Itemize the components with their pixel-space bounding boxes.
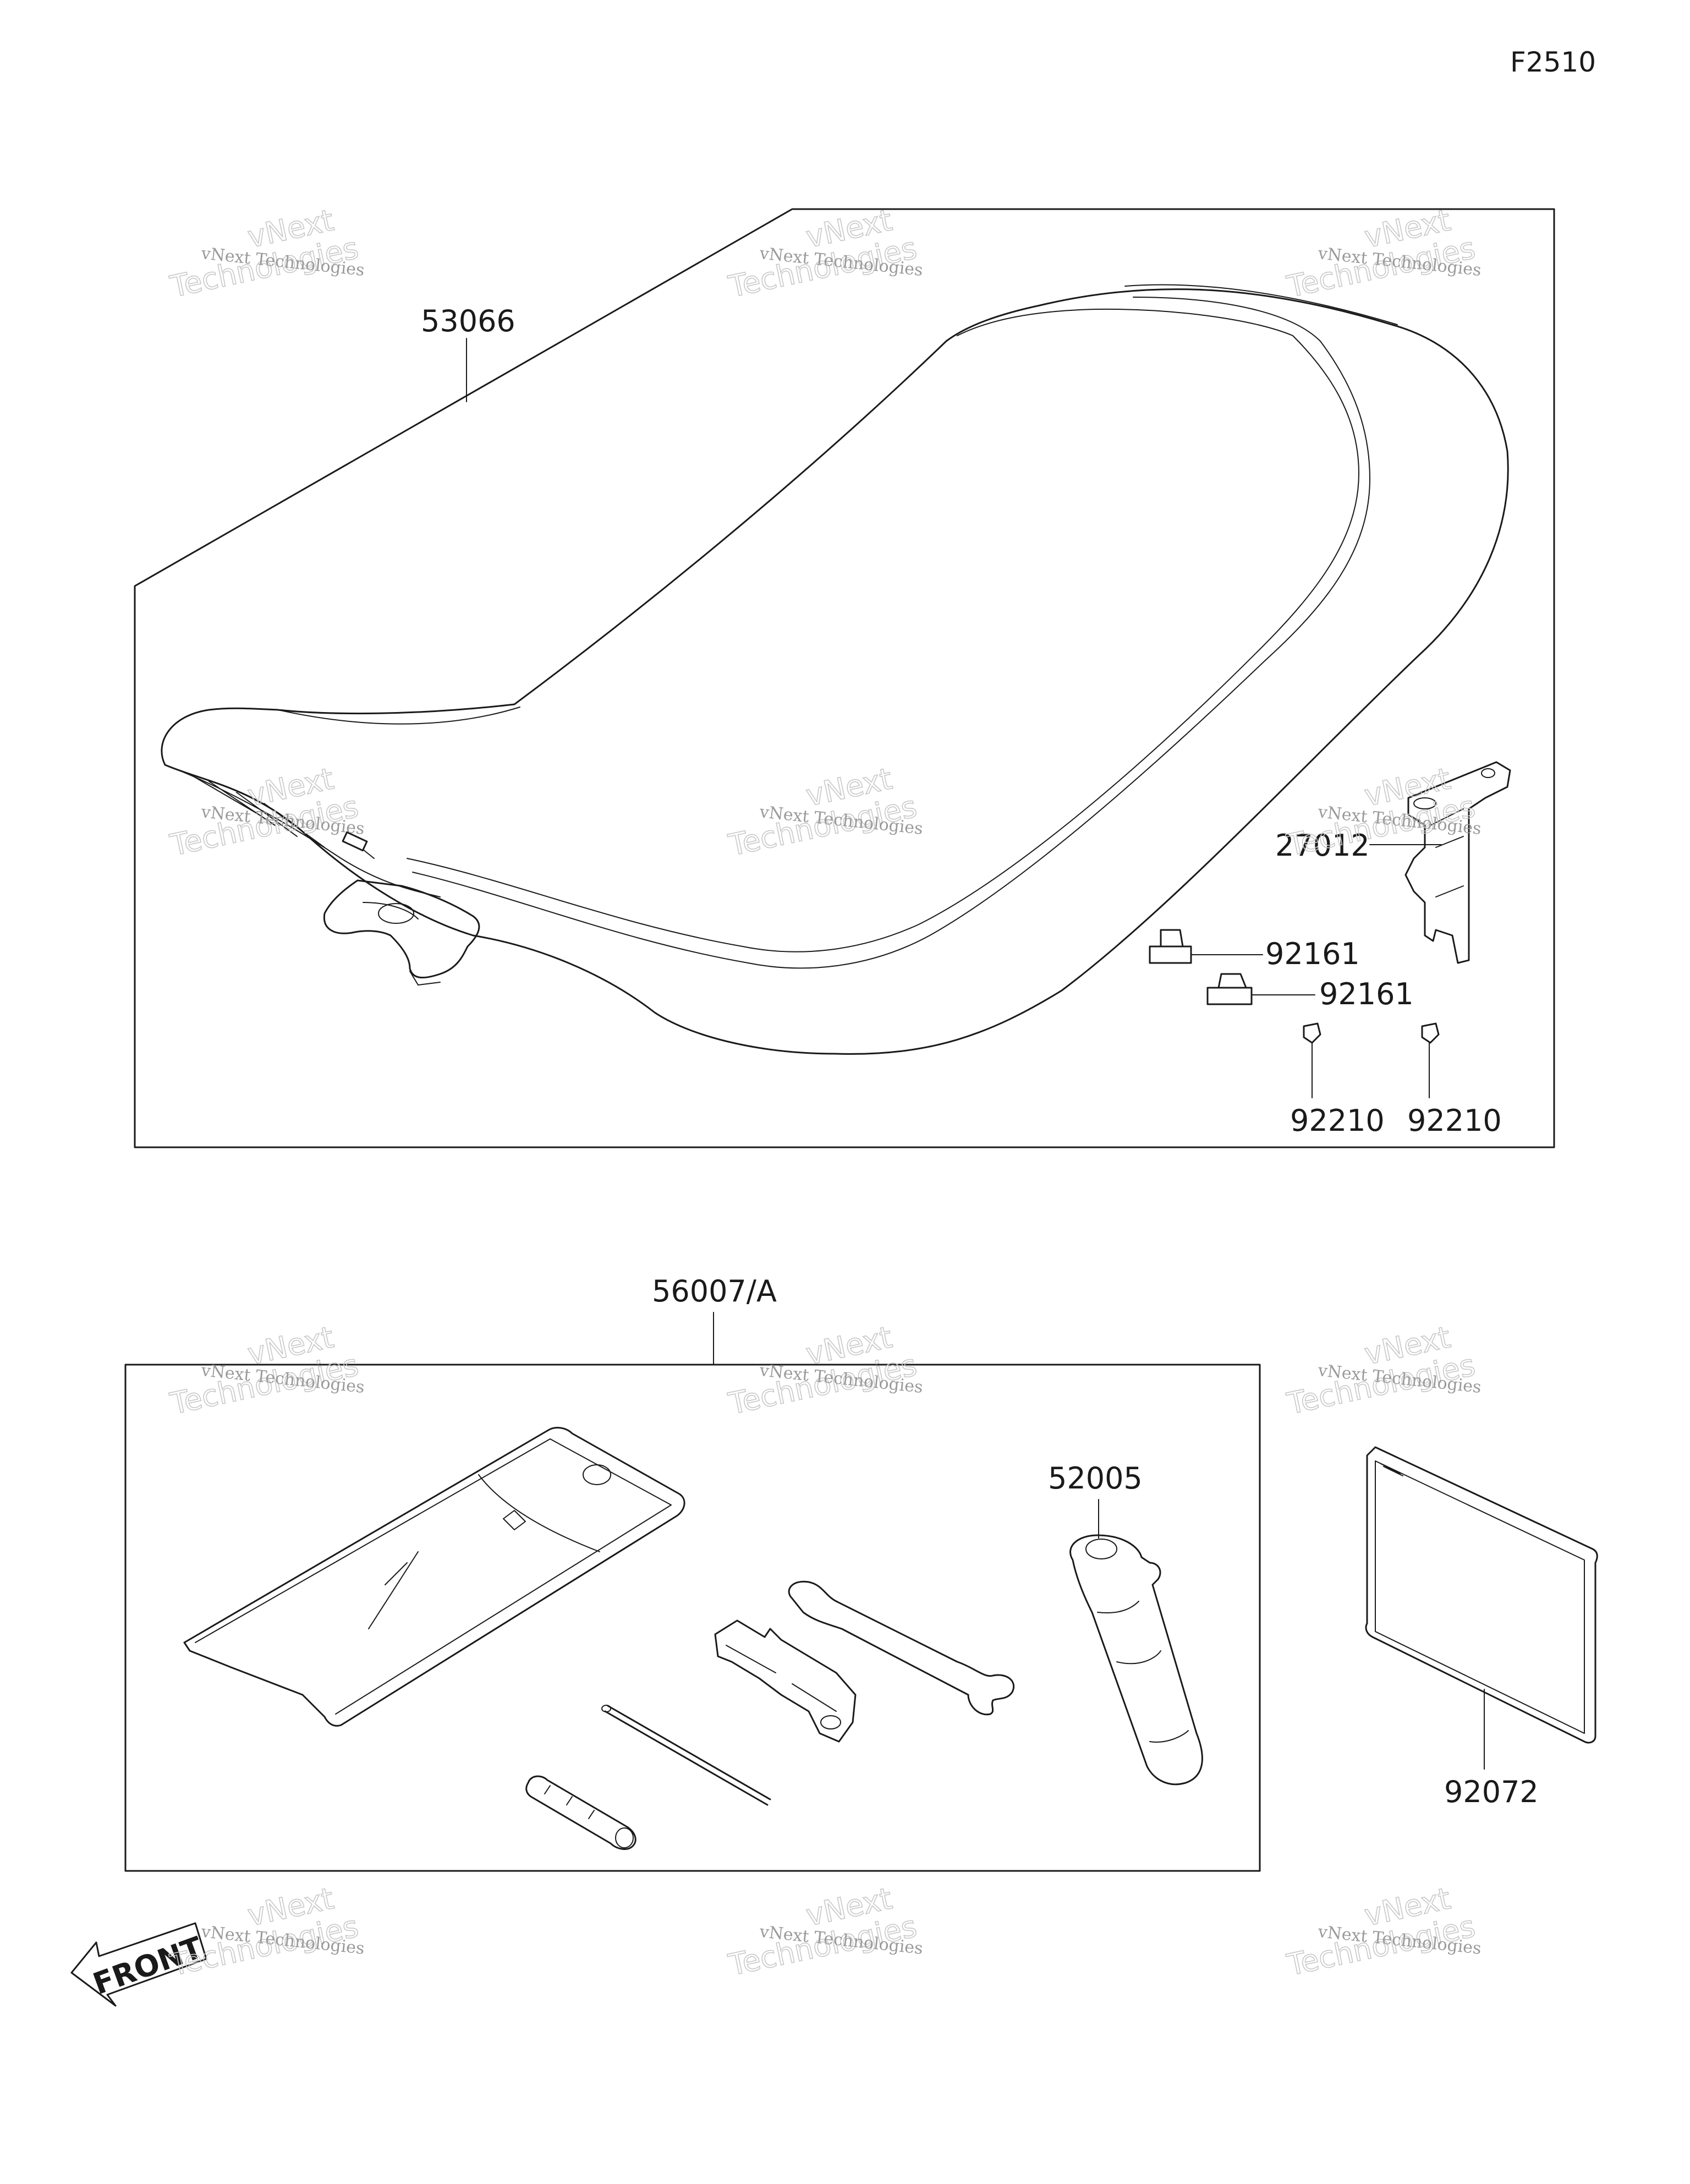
- part-label-tool-52005: 52005: [1048, 1461, 1143, 1496]
- screwdriver-shaft-drawing: [601, 1705, 771, 1806]
- part-label-nut-1: 92210: [1290, 1103, 1385, 1138]
- tool-bag-drawing: [183, 1427, 685, 1727]
- socket-wrench-drawing: [714, 1619, 857, 1743]
- nut-drawing-2: [1421, 1022, 1440, 1098]
- part-label-damper-2: 92161: [1319, 977, 1414, 1011]
- part-label-nut-2: 92210: [1407, 1103, 1502, 1138]
- toolkit-group-box: [124, 1364, 1261, 1872]
- tool-52005-drawing: [1069, 1499, 1203, 1786]
- figure-reference: F2510: [1510, 46, 1596, 78]
- wrench-drawing: [788, 1580, 1014, 1716]
- damper-drawing-2: [1206, 973, 1315, 1005]
- part-label-owners-manual: 92072: [1444, 1775, 1539, 1809]
- damper-drawing-1: [1149, 929, 1263, 964]
- part-label-damper-1: 92161: [1265, 937, 1360, 971]
- bracket-drawing: [1404, 761, 1511, 964]
- part-label-toolkit: 56007/A: [652, 1274, 777, 1309]
- seat-drawing: [161, 284, 1509, 1055]
- screwdriver-handle-drawing: [525, 1775, 637, 1850]
- part-label-bracket: 27012: [1275, 828, 1370, 863]
- seat-group-box: [134, 208, 1555, 1148]
- owners-manual-drawing: [1365, 1446, 1598, 1770]
- nut-drawing-1: [1303, 1022, 1321, 1098]
- part-label-seat: 53066: [421, 304, 515, 338]
